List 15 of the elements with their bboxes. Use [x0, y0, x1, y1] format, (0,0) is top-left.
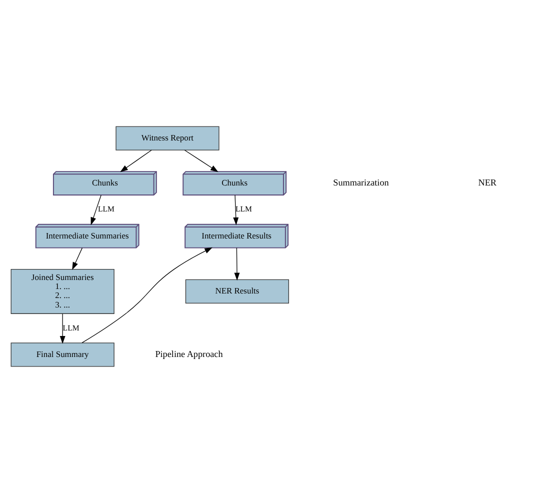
arrow — [184, 149, 218, 172]
arrow — [120, 149, 152, 172]
arrow — [60, 312, 66, 344]
node-box: Witness Report — [116, 126, 220, 150]
arrow — [90, 194, 102, 225]
label: NER — [478, 177, 497, 188]
arrow — [234, 247, 240, 280]
arrow — [72, 247, 83, 270]
arrow — [233, 194, 239, 225]
label: Summarization — [333, 177, 389, 188]
node-box: Joined Summaries 1. ... 2. ... 3. ... — [10, 268, 114, 314]
node-box: Final Summary — [10, 342, 114, 366]
node-box: NER Results — [185, 278, 289, 304]
arrow — [82, 246, 213, 343]
label: Pipeline Approach — [155, 348, 223, 359]
